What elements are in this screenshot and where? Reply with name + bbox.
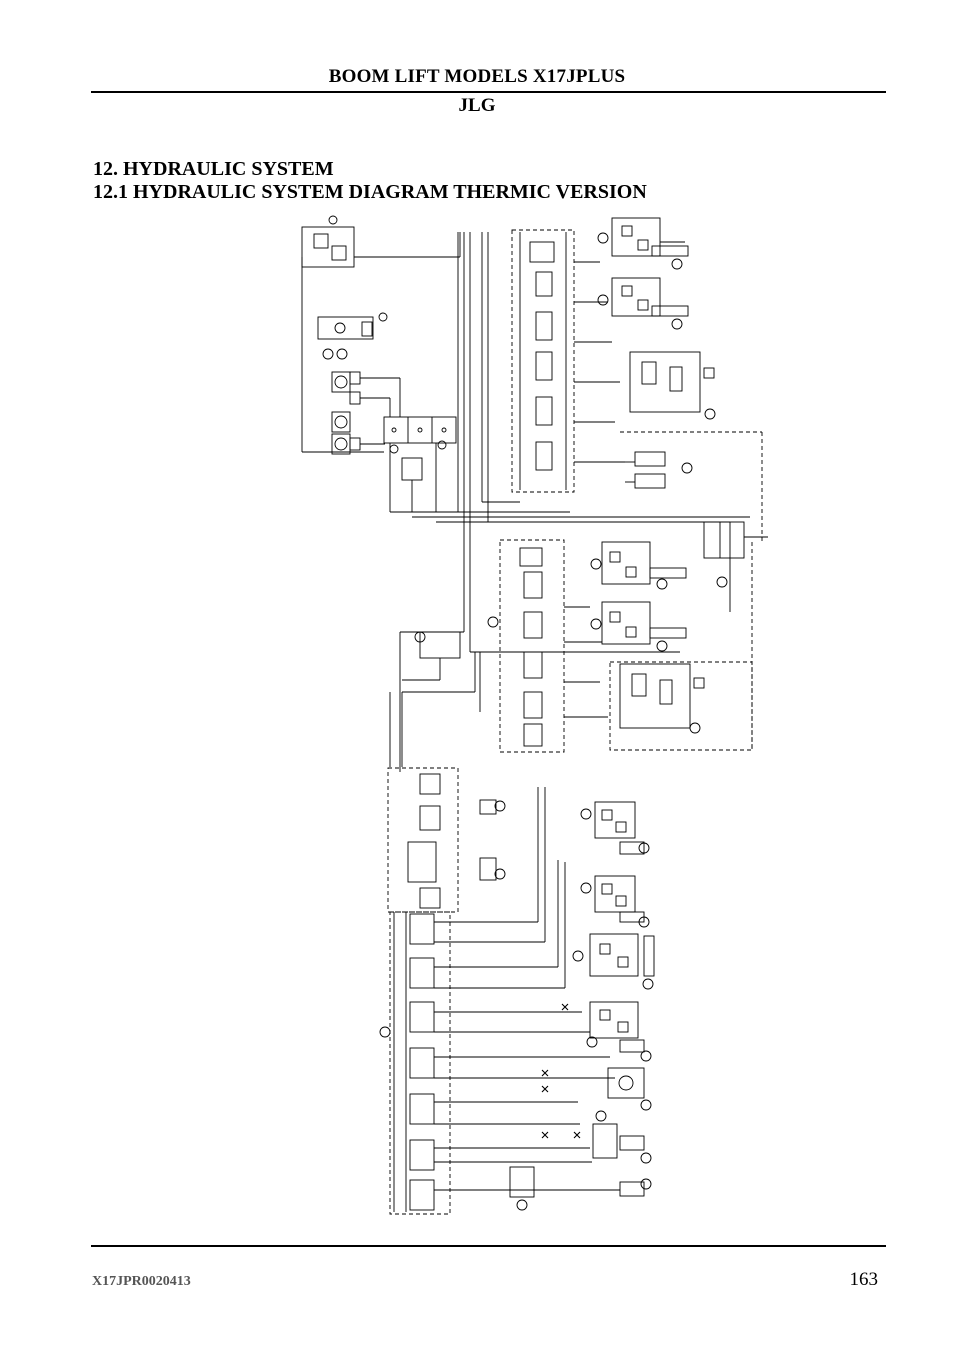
upper-valve-bank [511,229,625,493]
document-title: BOOM LIFT MODELS X17JPLUS [328,66,626,87]
pump-group [301,215,461,512]
header-rule [91,91,886,93]
connector-lines [389,652,481,767]
upper-actuators [597,217,716,489]
hydraulic-diagram [301,215,768,1215]
brand-name: JLG [458,95,496,116]
document-code: X17JPR0020413 [92,1274,191,1289]
section-subheading: 12.1 HYDRAULIC SYSTEM DIAGRAM THERMIC VE… [93,181,647,203]
lower-outputs [434,787,615,1211]
section-heading: 12. HYDRAULIC SYSTEM [93,158,334,180]
check-valve-marks [541,1003,581,1139]
trunk-lines [390,232,750,652]
lower-actuators [530,801,655,1197]
footer-rule [91,1245,886,1247]
page-number: 163 [849,1269,879,1290]
mid-junction [399,431,768,772]
middle-valve-bank [402,539,608,753]
middle-actuators [590,541,753,751]
lower-valve-bank [379,767,506,1215]
